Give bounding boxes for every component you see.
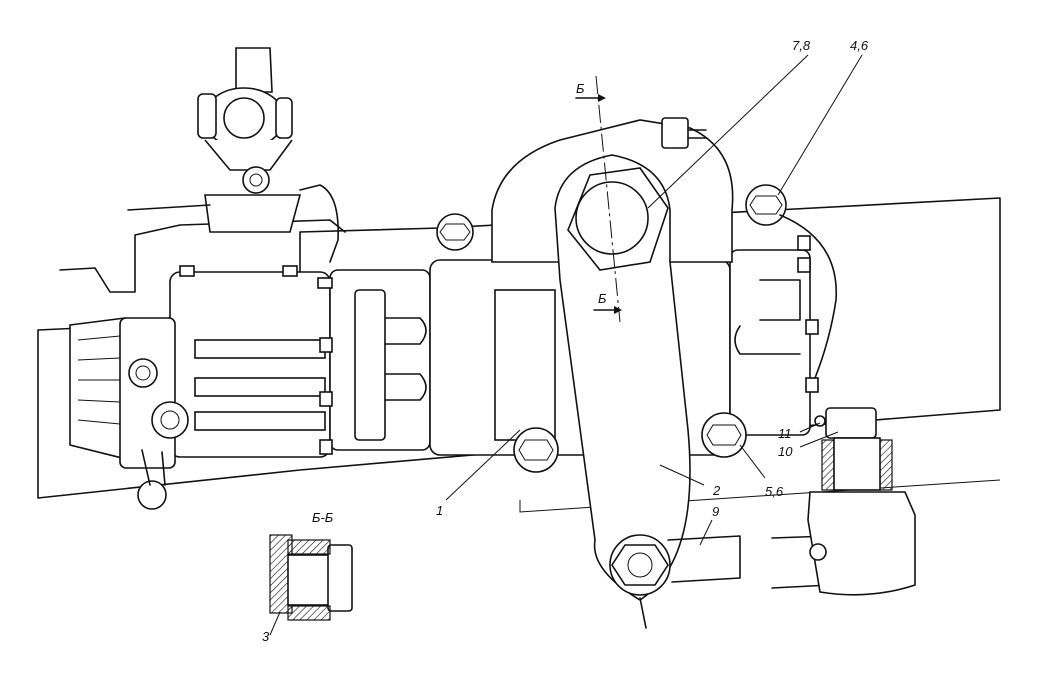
callout-11: 11 (778, 426, 792, 441)
section-view-inset: Б-Б (269, 510, 353, 636)
section-mark-bottom: Б (598, 291, 607, 306)
callout-1: 1 (436, 503, 443, 518)
callout-labels: 7,8 4,6 1 2 5,6 9 10 11 3 (262, 38, 869, 644)
callout-10: 10 (778, 444, 793, 459)
tie-rod-end (807, 407, 916, 596)
mounting-bolts (436, 184, 787, 473)
section-mark-top: Б (576, 81, 585, 96)
cardan-joint (127, 47, 339, 263)
callout-3: 3 (262, 629, 270, 644)
callout-7-8: 7,8 (792, 38, 811, 53)
section-line: Б Б (575, 75, 622, 323)
frame-fasteners (179, 214, 837, 455)
pitman-arm (554, 154, 691, 629)
callout-9: 9 (712, 504, 719, 519)
drag-link (667, 535, 831, 589)
callout-4-6: 4,6 (850, 38, 869, 53)
leader-lines (445, 54, 863, 546)
callout-2: 2 (712, 483, 721, 498)
section-view-title: Б-Б (312, 510, 334, 525)
callout-5-6: 5,6 (765, 484, 784, 499)
pump-end (59, 219, 346, 510)
